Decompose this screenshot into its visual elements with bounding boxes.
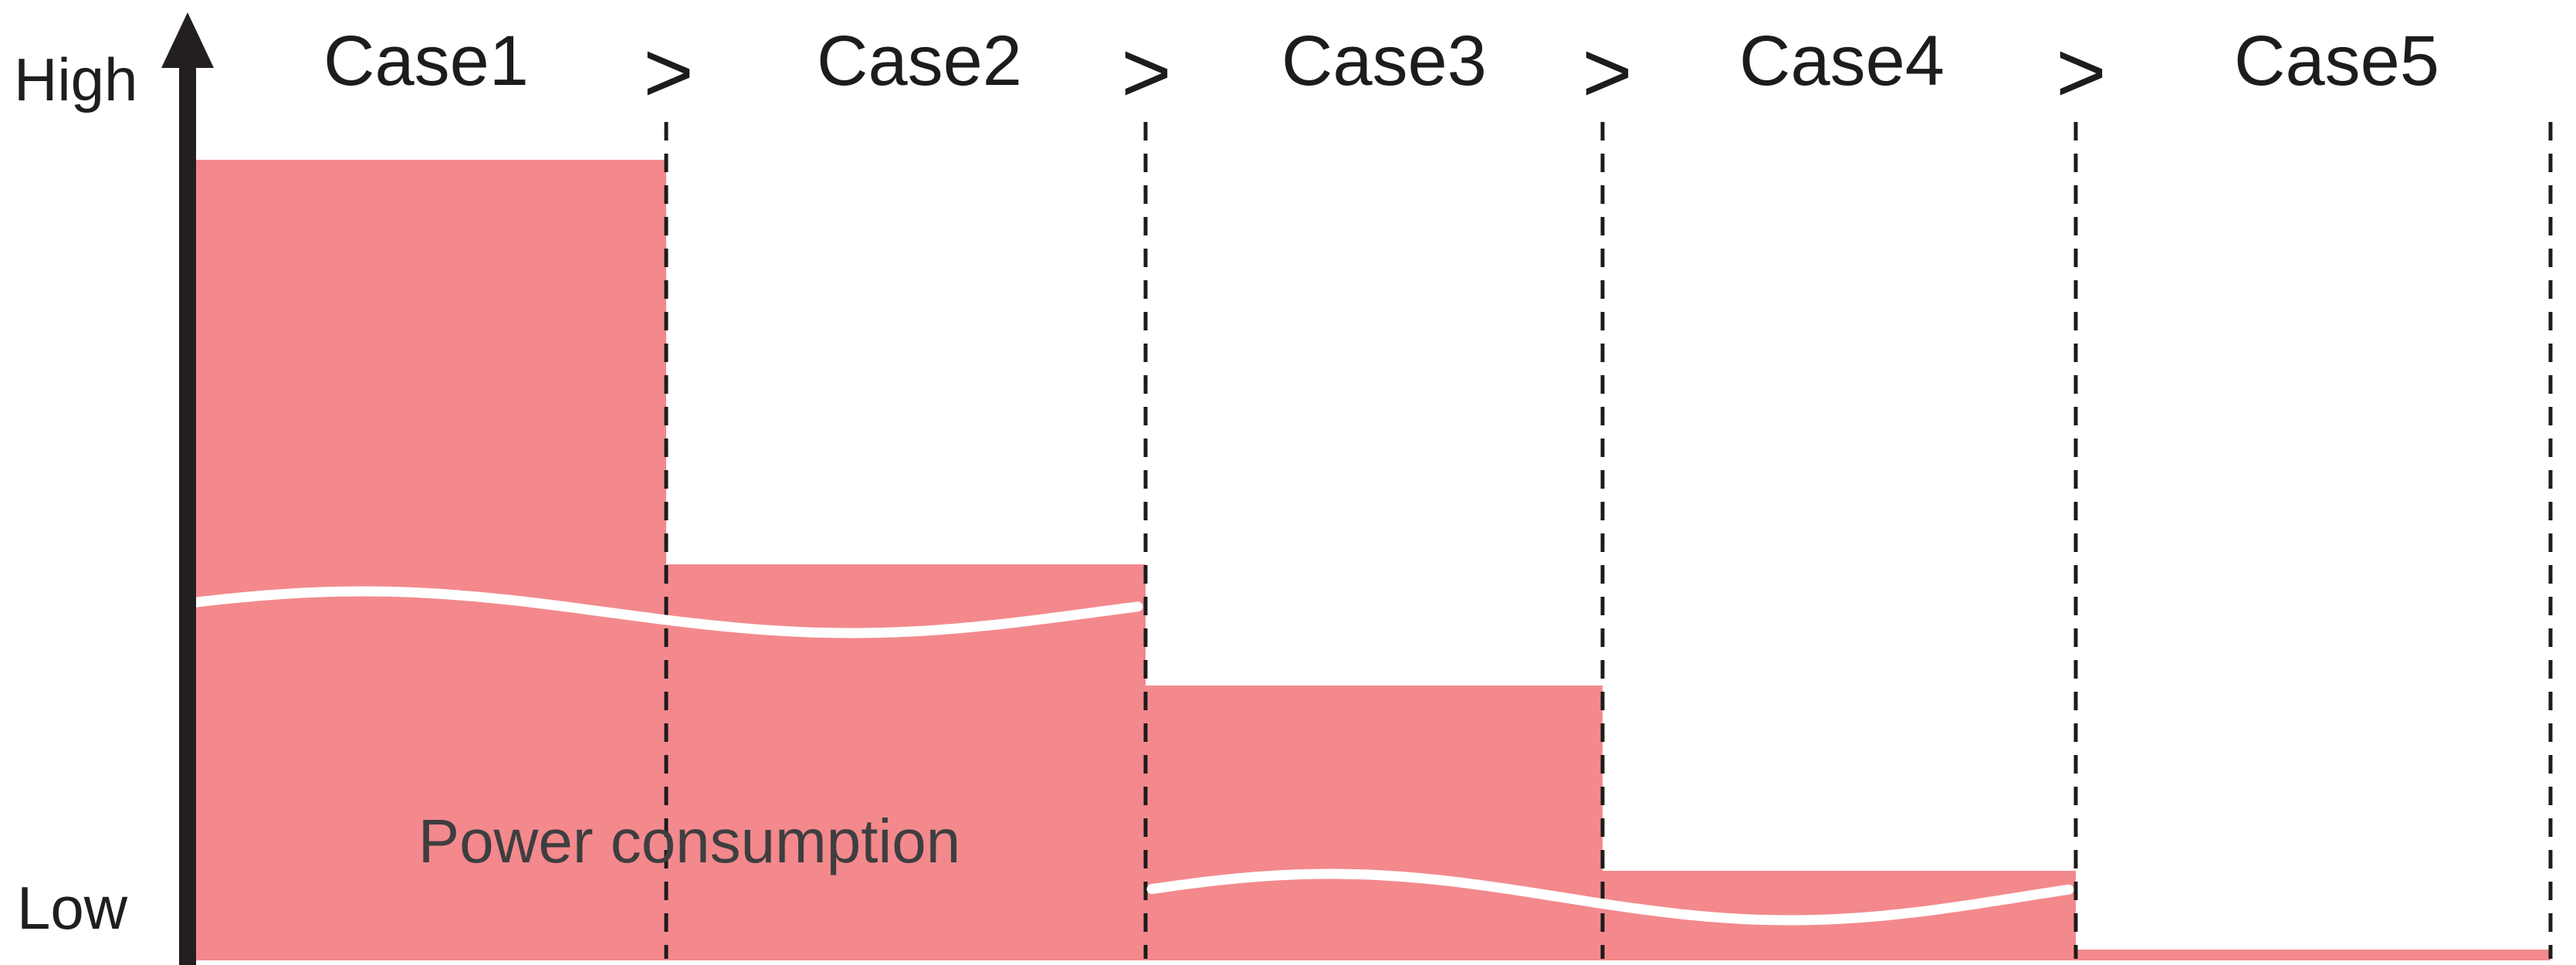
case-label-case4: Case4 [1739, 22, 1945, 100]
y-axis-high-label: High [14, 46, 137, 113]
case-label-case1: Case1 [323, 22, 529, 100]
fluctuation-wave-1 [188, 586, 1143, 638]
fluctuation-waves-layer [188, 586, 2074, 926]
power-consumption-caption: Power consumption [418, 807, 961, 875]
y-axis-line [179, 60, 196, 965]
bar-case1 [195, 160, 666, 960]
bar-case5 [2076, 950, 2551, 960]
greater-than-separator-3: > [1582, 24, 1632, 120]
case-label-case5: Case5 [2234, 22, 2439, 100]
y-axis-low-label: Low [17, 874, 128, 942]
case-label-case3: Case3 [1281, 22, 1487, 100]
greater-than-separator-2: > [1121, 24, 1171, 120]
bar-case3 [1146, 686, 1603, 960]
case-labels-layer: Case1 Case2 Case3 Case4 Case5 > > > > [323, 22, 2439, 120]
y-axis-arrowhead-icon [161, 12, 214, 68]
y-axis-layer [161, 12, 214, 965]
fluctuation-wave-2 [1146, 868, 2074, 926]
case-separator-lines-layer [664, 122, 2553, 959]
bars-layer [195, 160, 2551, 960]
greater-than-separator-4: > [2056, 24, 2106, 120]
greater-than-separator-1: > [643, 24, 693, 120]
case-label-case2: Case2 [817, 22, 1022, 100]
